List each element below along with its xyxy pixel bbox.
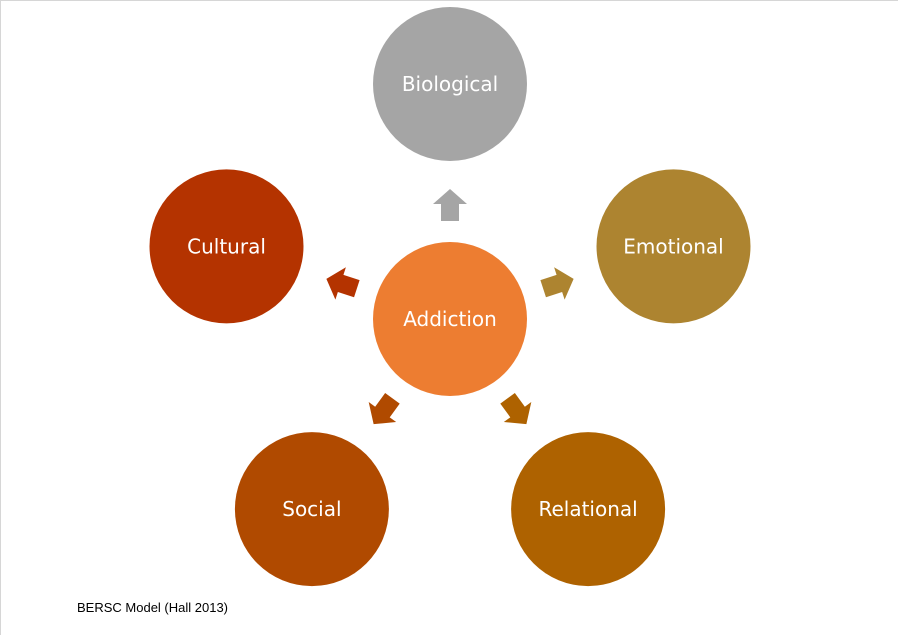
node-social-label: Social (282, 497, 341, 521)
node-cultural-label: Cultural (187, 234, 266, 258)
source-caption: BERSC Model (Hall 2013) (77, 600, 229, 615)
arrows-layer (326, 189, 574, 425)
arrow-to-cultural (326, 267, 360, 300)
node-social: Social (234, 432, 389, 587)
node-cultural: Cultural (149, 169, 304, 324)
node-relational: Relational (511, 432, 666, 587)
node-emotional-label: Emotional (623, 234, 723, 258)
node-relational-label: Relational (538, 497, 637, 521)
node-biological-label: Biological (402, 72, 498, 96)
node-cultural-circle (149, 169, 304, 324)
center-node-label: Addiction (403, 307, 497, 331)
node-emotional: Emotional (596, 169, 751, 324)
node-biological: Biological (373, 7, 527, 161)
arrow-to-relational (500, 392, 532, 425)
arrow-to-biological (433, 189, 467, 221)
center-layer: Addiction (373, 242, 527, 396)
center-node-circle (373, 242, 527, 396)
arrow-to-social (368, 392, 400, 425)
node-emotional-circle (596, 169, 751, 324)
node-biological-circle (373, 7, 527, 161)
arrow-to-emotional (540, 267, 574, 300)
node-relational-circle (511, 432, 666, 587)
node-social-circle (234, 432, 389, 587)
